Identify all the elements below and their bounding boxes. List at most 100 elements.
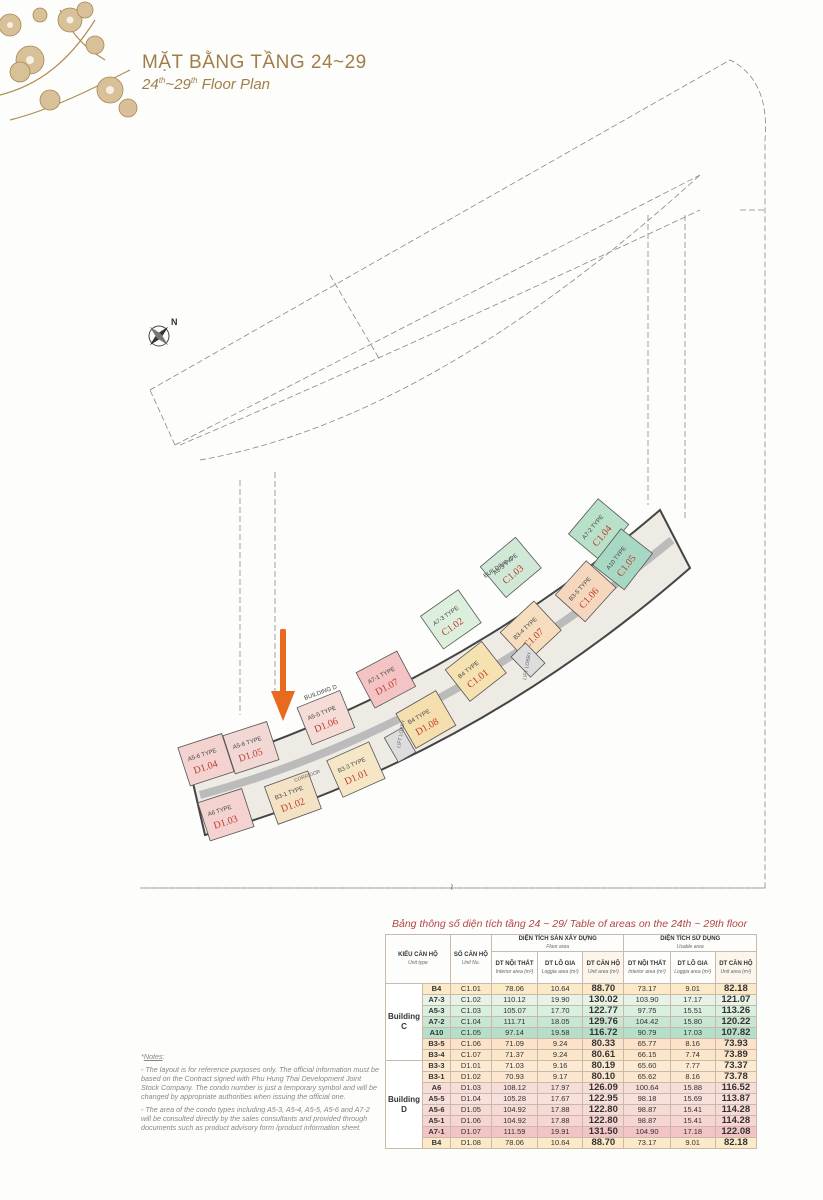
cell-u-log: 9.01 [669,1137,716,1149]
cell-f-log: 17.97 [537,1082,584,1094]
cell-f-int: 110.12 [490,994,539,1006]
notes: *Notes: - The layout is for reference pu… [141,1052,381,1136]
cell-f-int: 70.93 [490,1071,539,1083]
cell-u-int: 103.90 [623,994,671,1006]
cell-u-unit: 121.07 [714,994,758,1006]
cell-u-int: 98.87 [623,1104,671,1116]
cell-f-unit: 80.61 [582,1049,625,1061]
lift-lobby-label-c: LIFT LOBBY [522,651,533,681]
svg-text:≀: ≀ [450,882,454,893]
cell-f-unit: 122.80 [582,1115,625,1127]
cell-no: C1.05 [449,1027,492,1039]
cell-f-log: 9.16 [537,1060,584,1072]
title-vn: MẶT BẰNG TẦNG 24~29 [142,52,367,73]
cell-u-unit: 114.28 [714,1104,758,1116]
cell-type: B4 [422,1137,451,1149]
cell-f-log: 9.24 [537,1049,584,1061]
cell-type: A5-5 [422,1093,451,1105]
flower-decoration [0,1,138,121]
cell-f-unit: 122.95 [582,1093,625,1105]
lift-lobby-label-d: LIFT LOBBY [396,719,407,749]
cell-u-unit: 82.18 [714,983,758,995]
cell-u-int: 65.60 [623,1060,671,1072]
cell-u-log: 15.41 [669,1115,716,1127]
cell-f-unit: 80.19 [582,1060,625,1072]
cell-u-log: 17.18 [669,1126,716,1138]
cell-f-unit: 88.70 [582,1137,625,1149]
cell-no: C1.02 [449,994,492,1006]
cell-no: D1.02 [449,1071,492,1083]
title-en: 24th~29th Floor Plan [142,76,271,93]
cell-type: A6 [422,1082,451,1094]
cell-type: A10 [422,1027,451,1039]
cell-f-log: 9.17 [537,1071,584,1083]
cell-type: B4 [422,983,451,995]
cell-u-int: 104.90 [623,1126,671,1138]
cell-no: D1.03 [449,1082,492,1094]
cell-u-int: 65.77 [623,1038,671,1050]
cell-type: A7-2 [422,1016,451,1028]
compass-icon [148,325,170,347]
lift-core [510,642,546,678]
note-2: - The area of the condo types including … [141,1105,370,1132]
cell-u-unit: 73.78 [714,1071,758,1083]
cell-type: B3-5 [422,1038,451,1050]
cell-u-int: 100.64 [623,1082,671,1094]
cell-u-log: 8.16 [669,1071,716,1083]
cell-u-log: 15.41 [669,1104,716,1116]
compass-label: N [171,317,178,327]
cell-u-int: 97.75 [623,1005,671,1017]
cell-f-int: 105.28 [490,1093,539,1105]
cell-f-int: 78.06 [490,1137,539,1149]
cell-f-unit: 116.72 [582,1027,625,1039]
cell-type: B3-4 [422,1049,451,1061]
cell-u-unit: 116.52 [714,1082,758,1094]
cell-f-log: 17.67 [537,1093,584,1105]
cell-f-unit: 122.80 [582,1104,625,1116]
cell-u-int: 98.18 [623,1093,671,1105]
cell-u-unit: 107.82 [714,1027,758,1039]
cell-u-int: 65.62 [623,1071,671,1083]
page-title: MẶT BẰNG TẦNG 24~29 24th~29th Floor Plan [142,52,367,93]
cell-u-log: 9.01 [669,983,716,995]
cell-f-int: 111.59 [490,1126,539,1138]
cell-u-log: 7.74 [669,1049,716,1061]
cell-type: A7-3 [422,994,451,1006]
cell-u-unit: 113.87 [714,1093,758,1105]
cell-f-int: 71.03 [490,1060,539,1072]
cell-f-unit: 130.02 [582,994,625,1006]
cell-type: B3-1 [422,1071,451,1083]
note-1: - The layout is for reference purposes o… [141,1065,379,1101]
cell-type: A7-1 [422,1126,451,1138]
cell-f-log: 19.90 [537,994,584,1006]
cell-no: C1.04 [449,1016,492,1028]
cell-f-int: 78.06 [490,983,539,995]
cell-u-int: 90.79 [623,1027,671,1039]
cell-type: A5-6 [422,1104,451,1116]
cell-no: D1.06 [449,1115,492,1127]
cell-f-int: 104.92 [490,1115,539,1127]
